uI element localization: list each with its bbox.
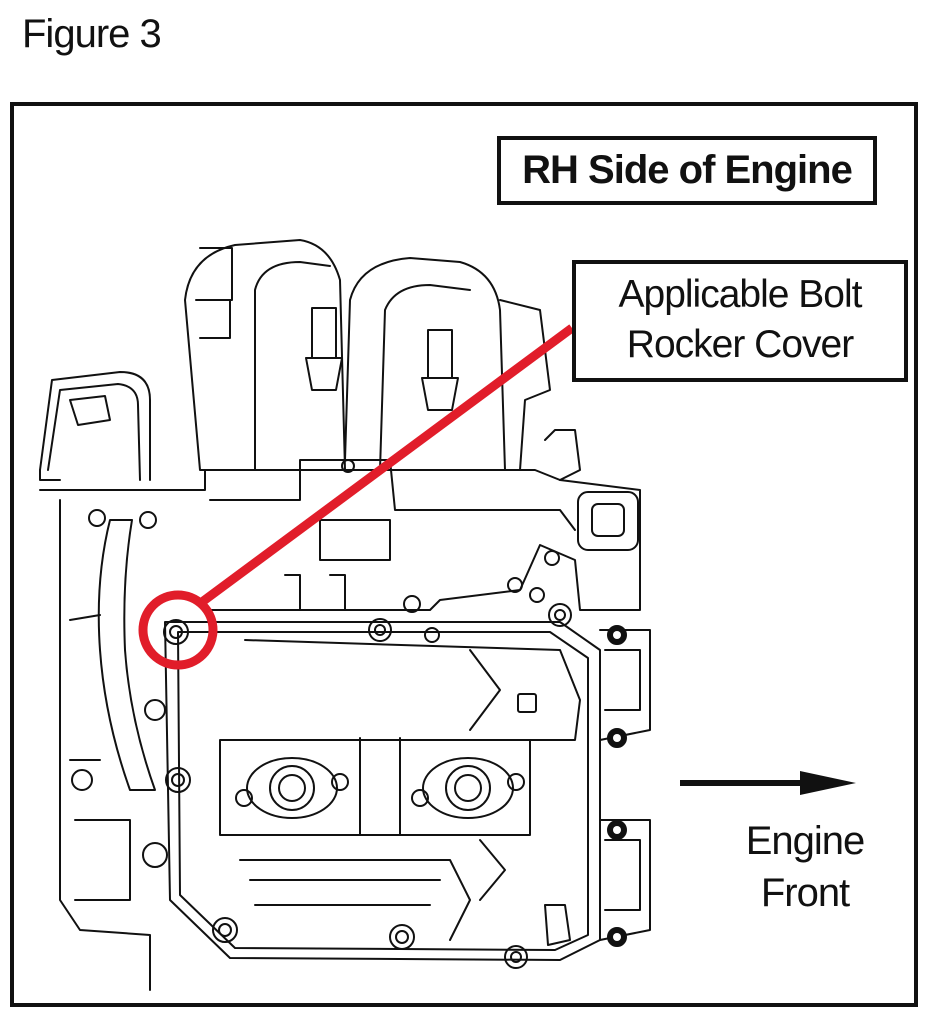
rocker-cover-rib-top [244, 639, 581, 741]
connector [577, 491, 639, 551]
upper-block [39, 469, 641, 611]
fuel-pipe [39, 371, 151, 481]
side-label: RH Side of Engine [522, 148, 853, 192]
rocker-cover-outline [164, 621, 601, 961]
engine-front-line-2: Front [760, 871, 850, 915]
callout-circle [138, 590, 218, 670]
cam-bolt-right [411, 757, 525, 819]
manifold-bracket-2 [195, 299, 231, 339]
intake-runner-right-inner [379, 284, 471, 471]
callout-label-box: Applicable Bolt Rocker Cover [572, 260, 908, 382]
engine-front-arrow [680, 771, 856, 795]
manifold-sensor-left [311, 307, 337, 359]
hose-left [97, 519, 156, 791]
side-label-box: RH Side of Engine [497, 136, 877, 205]
figure-title: Figure 3 [22, 12, 162, 56]
callout-marker [138, 324, 575, 670]
applicable-bolt [163, 619, 189, 645]
engine-front-label: Engine Front [720, 815, 890, 919]
callout-leader [199, 324, 575, 606]
manifold-sensor-right [427, 329, 453, 379]
intake-runner-left [184, 239, 346, 471]
manifold-bracket [199, 247, 233, 301]
right-towers [599, 629, 651, 941]
engine-front-line-1: Engine [745, 819, 866, 863]
intake-runner-right [344, 257, 506, 471]
callout-line-2: Rocker Cover [626, 323, 854, 366]
diagram-frame [10, 102, 918, 1007]
cam-plate [219, 739, 531, 836]
left-block [59, 499, 151, 991]
intake-runner-mid [254, 261, 331, 471]
callout-line-1: Applicable Bolt [618, 273, 863, 316]
cam-bolt-left [235, 757, 349, 819]
manifold-right-edge [499, 299, 551, 471]
